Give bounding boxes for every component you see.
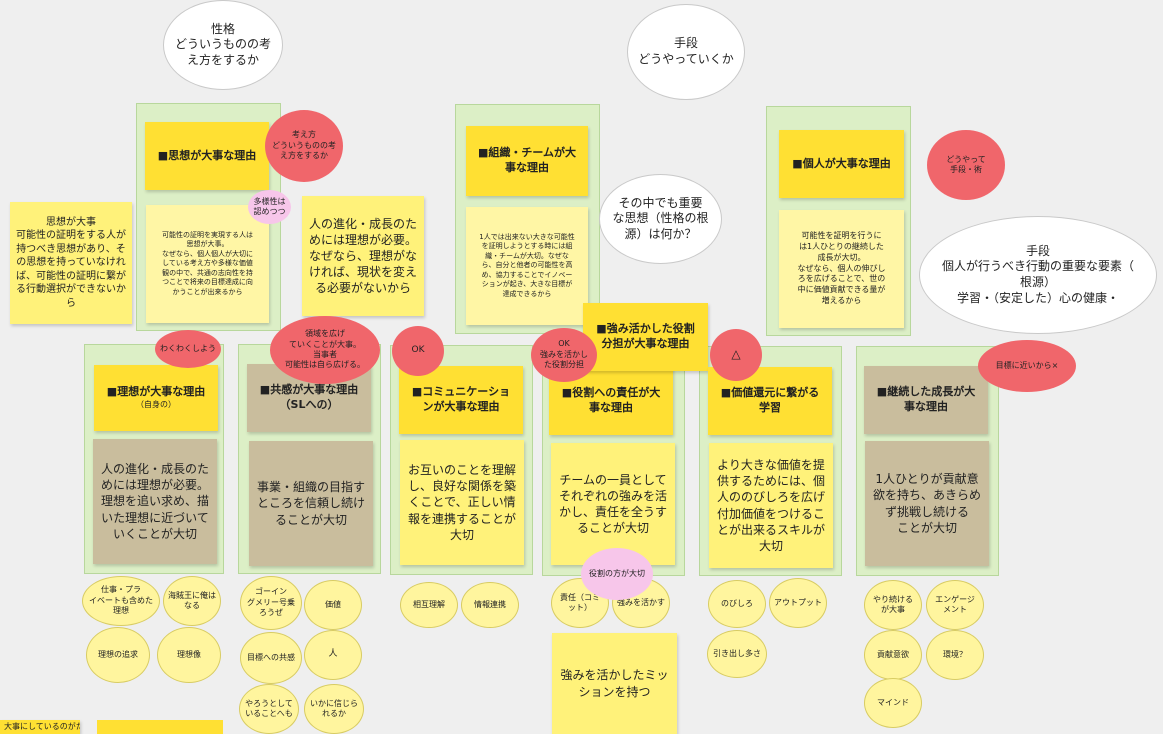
communication-title-note[interactable]: ■コミュニケーショ ンが大事な理由 (399, 366, 523, 434)
ideal-circle-1[interactable]: 仕事・プラ イベートも含めた 理想 (82, 576, 160, 626)
strength-role-title-note[interactable]: ■強み活かした役割 分担が大事な理由 (583, 303, 708, 371)
learning-circle-2[interactable]: アウトプット (769, 578, 827, 628)
wakuwaku-bubble[interactable]: わくわくしよう (155, 330, 221, 368)
thought-red-bubble[interactable]: 考え方 どういうものの考 え方をするか (265, 110, 343, 182)
domain-bubble[interactable]: 領域を広げ ていくことが大事。 当事者 可能性は自ら広げる。 (270, 316, 380, 384)
growth-circle-2[interactable]: エンゲージ メント (926, 580, 984, 630)
empathy-circle-6[interactable]: いかに信じら れるか (304, 684, 364, 734)
thought-title-note[interactable]: ■思想が大事な理由 (145, 122, 269, 190)
growth-circle-5[interactable]: マインド (864, 678, 922, 728)
communication-circle-2[interactable]: 情報連携 (461, 582, 519, 628)
ok-bubble-1[interactable]: OK (392, 326, 444, 376)
growth-circle-4[interactable]: 環境？ (926, 630, 984, 680)
empathy-circle-5[interactable]: やろうとして いることへも (239, 684, 299, 734)
mission-note[interactable]: 強みを活かしたミッ ションを持つ (552, 633, 677, 734)
triangle-bubble[interactable]: △ (710, 329, 762, 381)
empathy-circle-3[interactable]: 目標への共感 (240, 632, 302, 684)
near-goal-bubble[interactable]: 目標に近いから× (978, 340, 1076, 392)
learning-body-note[interactable]: より大きな価値を提 供するためには、個 人ののびしろを広げ 付加価値をつけるこ … (709, 443, 833, 568)
bottom-left-note[interactable]: 大事にしているのがた (0, 720, 80, 734)
ideal-circle-3[interactable]: 理想の追求 (86, 627, 150, 683)
ideal-circle-2[interactable]: 海賊王に俺は なる (163, 576, 221, 626)
empathy-circle-4[interactable]: 人 (304, 630, 362, 680)
communication-circle-1[interactable]: 相互理解 (400, 582, 458, 628)
thought-body-note[interactable]: 可能性の証明を実現する人は 思想が大事。 なぜなら、個人個人が大切に している考… (146, 205, 269, 323)
question-oval[interactable]: その中でも重要 な思想（性格の根 源）は何か？ (599, 174, 722, 264)
means-detail-oval[interactable]: 手段 個人が行うべき行動の重要な要素（ 根源） 学習・（安定した）心の健康・ (919, 216, 1157, 334)
growth-body-note[interactable]: 1人ひとりが貢献意 欲を持ち、あきらめ ず挑戦し続ける ことが大切 (865, 441, 989, 566)
communication-body-note[interactable]: お互いのことを理解 し、良好な関係を築 くことで、正しい情 報を連携することが … (400, 440, 524, 565)
empathy-circle-2[interactable]: 価値 (304, 580, 362, 630)
learning-circle-1[interactable]: のびしろ (708, 580, 766, 628)
learning-circle-3[interactable]: 引き出し多さ (707, 630, 767, 678)
bottom-center-note[interactable] (97, 720, 223, 734)
ideal-subtitle: （自身の） (136, 400, 176, 410)
indiv-title-note[interactable]: ■個人が大事な理由 (779, 130, 904, 198)
empathy-body-note[interactable]: 事業・組織の目指す ところを信頼し続け ることが大切 (249, 441, 373, 566)
growth-circle-3[interactable]: 貢献意欲 (864, 630, 922, 680)
org-body-note[interactable]: 1人では出来ない大きな可能性 を証明しようとする時には組 織・チームが大切。なぜ… (466, 207, 588, 325)
empathy-circle-1[interactable]: ゴーイン グメリー号乗 ろうぜ (240, 576, 302, 630)
indiv-body-note[interactable]: 可能性を証明を行うに は1人ひとりの継続した 成長が大切。 なぜなら、個人の伸び… (779, 210, 904, 328)
thought-left-note[interactable]: 思想が大事 可能性の証明をする人が 持つべき思想があり、そ の思想を持っていなけ… (10, 202, 132, 324)
ideal-body-note[interactable]: 人の進化・成長のた めには理想が必要。 理想を追い求め、描 いた理想に近づいて … (93, 439, 217, 564)
ideal-circle-4[interactable]: 理想像 (157, 627, 221, 683)
responsibility-body-note[interactable]: チームの一員として それぞれの強みを活 かし、責任を全うす ることが大切 (551, 443, 675, 565)
ideal-note[interactable]: 人の進化・成長のた めには理想が必要。 なぜなら、理想がな ければ、現状を変え … (302, 196, 424, 316)
role-bubble[interactable]: 役割の方が大切 (581, 548, 653, 600)
personality-oval[interactable]: 性格 どういうものの考 え方をするか (163, 0, 283, 90)
growth-circle-1[interactable]: やり続ける が大事 (864, 580, 922, 630)
ideal-title-note[interactable]: ■理想が大事な理由 （自身の） (94, 365, 218, 431)
means-oval[interactable]: 手段 どうやっていくか (627, 4, 745, 100)
diversity-bubble[interactable]: 多様性は 認めつつ (248, 190, 291, 224)
means-red-bubble[interactable]: どうやって 手段・術 (927, 130, 1005, 200)
ideal-title: ■理想が大事な理由 (106, 385, 206, 399)
ok-bubble-2[interactable]: OK 強みを活かし た役割分担 (531, 328, 597, 382)
org-title-note[interactable]: ■組織・チームが大 事な理由 (466, 126, 588, 196)
growth-title-note[interactable]: ■継続した成長が大 事な理由 (864, 366, 988, 434)
